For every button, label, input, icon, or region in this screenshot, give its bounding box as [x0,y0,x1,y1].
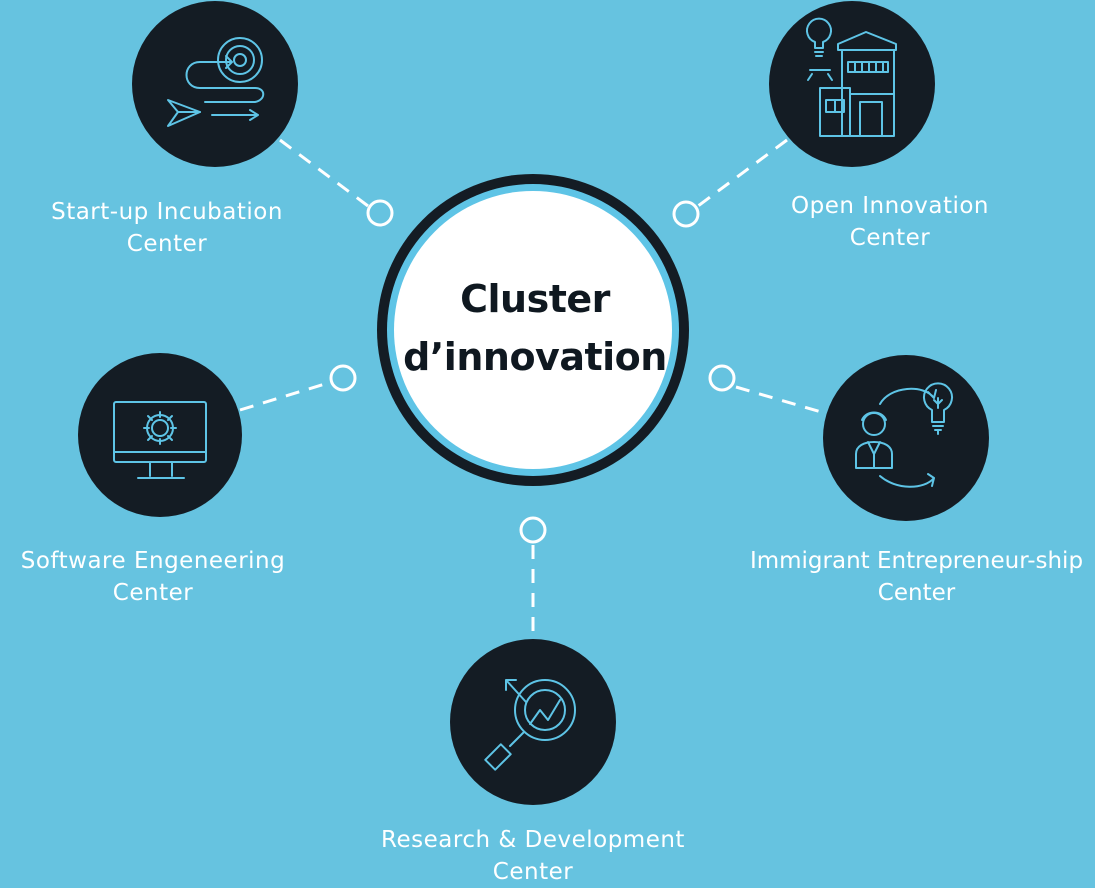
connector-immigrant [735,385,829,416]
label-research-line1: Research & Development [381,827,685,853]
label-startup-line2: Center [126,231,208,257]
label-software-line1: Software Engeneering [20,548,286,574]
label-open: Open Innovation Center [745,190,1035,254]
node-immigrant [823,355,989,521]
connector-startup [279,138,369,208]
label-startup: Start-up Incubation Center [22,196,312,260]
connector-software [239,381,329,412]
connector-end-immigrant [708,364,736,392]
label-open-line2: Center [849,225,931,251]
connectors [239,138,829,640]
node-software [78,353,242,517]
person-lightbulb-cycle-icon [855,382,953,488]
label-open-line1: Open Innovation [790,193,989,219]
label-research: Research & Development Center [343,824,723,888]
connector-end-software [329,364,357,392]
lightbulb-building-icon [806,17,897,137]
center-title: Cluster d’innovation [390,270,680,386]
node-startup [132,1,298,167]
node-open [769,1,935,167]
label-software: Software Engeneering Center [0,545,306,609]
connector-end-startup [366,199,394,227]
target-arrows-icon [167,37,265,127]
node-research [450,639,616,805]
monitor-gear-icon [113,401,207,479]
connector-ends [329,199,736,544]
center-title-line2: d’innovation [403,335,667,379]
magnifier-chart-icon [484,679,576,771]
label-software-line2: Center [112,580,194,606]
label-research-line2: Center [492,859,574,885]
connector-open [697,138,788,208]
center-node [377,174,689,486]
label-immigrant: Immigrant Entrepreneur-ship Center [738,545,1095,609]
label-startup-line1: Start-up Incubation [51,199,283,225]
label-immigrant-line2: Center [877,580,956,606]
label-immigrant-line1: Immigrant Entrepreneur-ship [749,548,1084,574]
connector-end-research [519,516,547,544]
connector-end-open [672,200,700,228]
center-title-line1: Cluster [460,277,610,321]
